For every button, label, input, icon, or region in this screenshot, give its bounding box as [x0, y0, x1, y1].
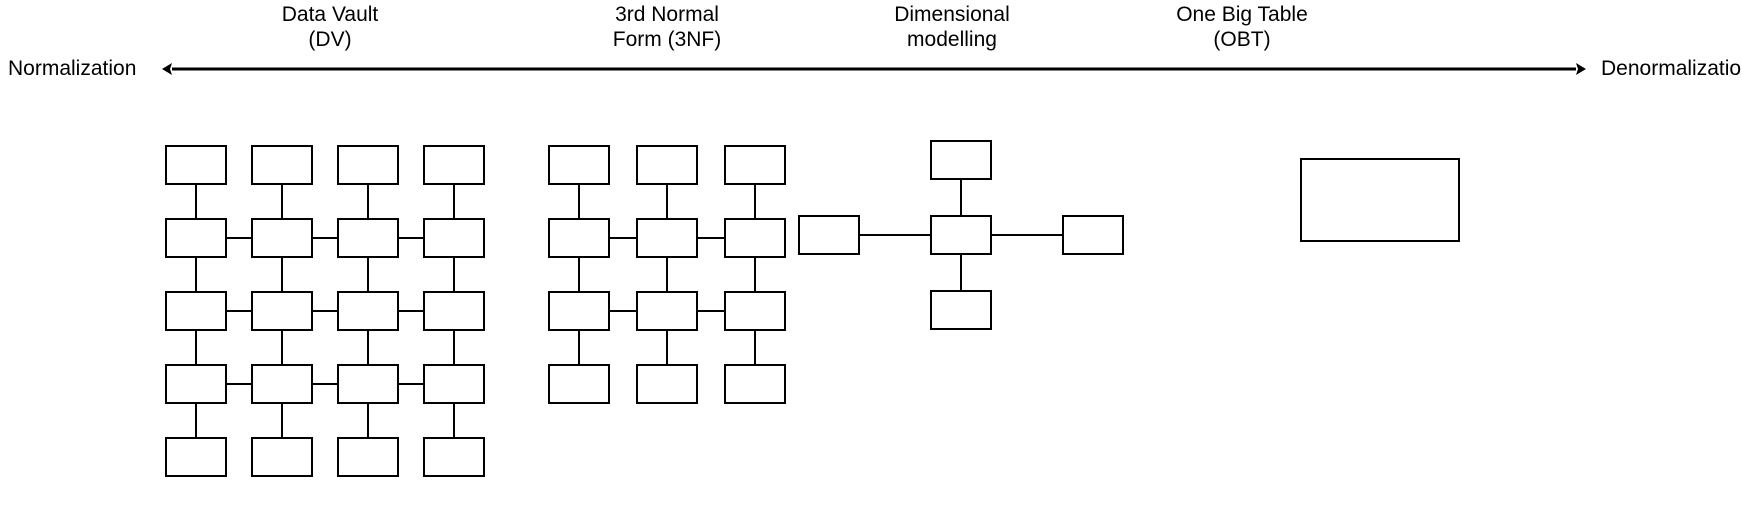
connector-line-horizontal [698, 237, 724, 239]
connector-line-vertical [453, 331, 455, 364]
connector-line-vertical [195, 404, 197, 437]
connector-line-vertical [754, 185, 756, 218]
entity-box[interactable] [165, 218, 227, 258]
entity-box[interactable] [423, 291, 485, 331]
entity-box[interactable] [337, 218, 399, 258]
connector-line-vertical [754, 258, 756, 291]
entity-box[interactable] [337, 145, 399, 185]
connector-line-horizontal [399, 383, 423, 385]
fact-table-box[interactable] [930, 215, 992, 255]
connector-line-vertical [578, 185, 580, 218]
entity-box[interactable] [251, 364, 313, 404]
entity-box[interactable] [724, 218, 786, 258]
connector-line-vertical [453, 185, 455, 218]
connector-line-vertical [666, 185, 668, 218]
one-big-table-box[interactable] [1300, 158, 1460, 242]
connector-line-horizontal [399, 310, 423, 312]
connector-line-horizontal [992, 234, 1062, 236]
connector-line-vertical [281, 258, 283, 291]
axis-label-denormalization: Denormalization [1601, 57, 1742, 80]
entity-box[interactable] [251, 437, 313, 477]
connector-line-horizontal [313, 237, 337, 239]
entity-box[interactable] [636, 145, 698, 185]
entity-box[interactable] [337, 437, 399, 477]
connector-line-horizontal [227, 310, 251, 312]
connector-line-horizontal [313, 383, 337, 385]
entity-box[interactable] [423, 218, 485, 258]
entity-box[interactable] [423, 437, 485, 477]
connector-line-horizontal [399, 237, 423, 239]
section-header-data-vault: Data Vault (DV) [200, 2, 460, 52]
connector-line-vertical [195, 185, 197, 218]
connector-line-vertical [453, 258, 455, 291]
connector-line-horizontal [227, 237, 251, 239]
connector-line-vertical [960, 180, 962, 215]
connector-line-horizontal [860, 234, 930, 236]
connector-line-vertical [453, 404, 455, 437]
section-header-line-1: One Big Table [1176, 3, 1308, 26]
entity-box[interactable] [423, 145, 485, 185]
double-headed-arrow-icon [162, 63, 1586, 75]
connector-line-vertical [195, 331, 197, 364]
axis-label-normalization: Normalization [8, 57, 137, 80]
connector-line-vertical [578, 331, 580, 364]
connector-line-vertical [367, 331, 369, 364]
connector-line-vertical [367, 404, 369, 437]
connector-line-vertical [578, 258, 580, 291]
connector-line-vertical [960, 255, 962, 290]
section-header-one-big-table: One Big Table (OBT) [1112, 2, 1372, 52]
connector-line-horizontal [610, 310, 636, 312]
connector-line-horizontal [698, 310, 724, 312]
entity-box[interactable] [337, 364, 399, 404]
section-header-line-1: Data Vault [281, 3, 379, 26]
entity-box[interactable] [337, 291, 399, 331]
entity-box[interactable] [636, 291, 698, 331]
connector-line-vertical [195, 258, 197, 291]
entity-box[interactable] [636, 218, 698, 258]
dimension-table-box[interactable] [930, 290, 992, 330]
entity-box[interactable] [548, 218, 610, 258]
entity-box[interactable] [724, 364, 786, 404]
section-header-line-2: (OBT) [1213, 28, 1271, 51]
entity-box[interactable] [165, 145, 227, 185]
connector-line-vertical [281, 185, 283, 218]
section-header-dimensional-modelling: Dimensional modelling [822, 2, 1082, 52]
section-header-line-1: Dimensional [894, 3, 1010, 26]
connector-line-vertical [666, 258, 668, 291]
connector-line-vertical [367, 258, 369, 291]
entity-box[interactable] [724, 145, 786, 185]
dimension-table-box[interactable] [930, 140, 992, 180]
entity-box[interactable] [548, 291, 610, 331]
entity-box[interactable] [165, 364, 227, 404]
connector-line-vertical [367, 185, 369, 218]
section-header-line-2: Form (3NF) [612, 28, 722, 51]
connector-line-vertical [754, 331, 756, 364]
entity-box[interactable] [165, 291, 227, 331]
connector-line-vertical [281, 404, 283, 437]
entity-box[interactable] [165, 437, 227, 477]
entity-box[interactable] [423, 364, 485, 404]
dimension-table-box[interactable] [798, 215, 860, 255]
entity-box[interactable] [636, 364, 698, 404]
entity-box[interactable] [724, 291, 786, 331]
connector-line-vertical [666, 331, 668, 364]
connector-line-vertical [281, 331, 283, 364]
section-header-third-normal-form: 3rd Normal Form (3NF) [537, 2, 797, 52]
entity-box[interactable] [548, 145, 610, 185]
dimension-table-box[interactable] [1062, 215, 1124, 255]
entity-box[interactable] [251, 291, 313, 331]
connector-line-horizontal [610, 237, 636, 239]
entity-box[interactable] [251, 145, 313, 185]
section-header-line-2: modelling [907, 28, 997, 51]
entity-box[interactable] [251, 218, 313, 258]
connector-line-horizontal [227, 383, 251, 385]
section-header-line-2: (DV) [308, 28, 352, 51]
connector-line-horizontal [313, 310, 337, 312]
section-header-line-1: 3rd Normal [615, 3, 719, 26]
entity-box[interactable] [548, 364, 610, 404]
